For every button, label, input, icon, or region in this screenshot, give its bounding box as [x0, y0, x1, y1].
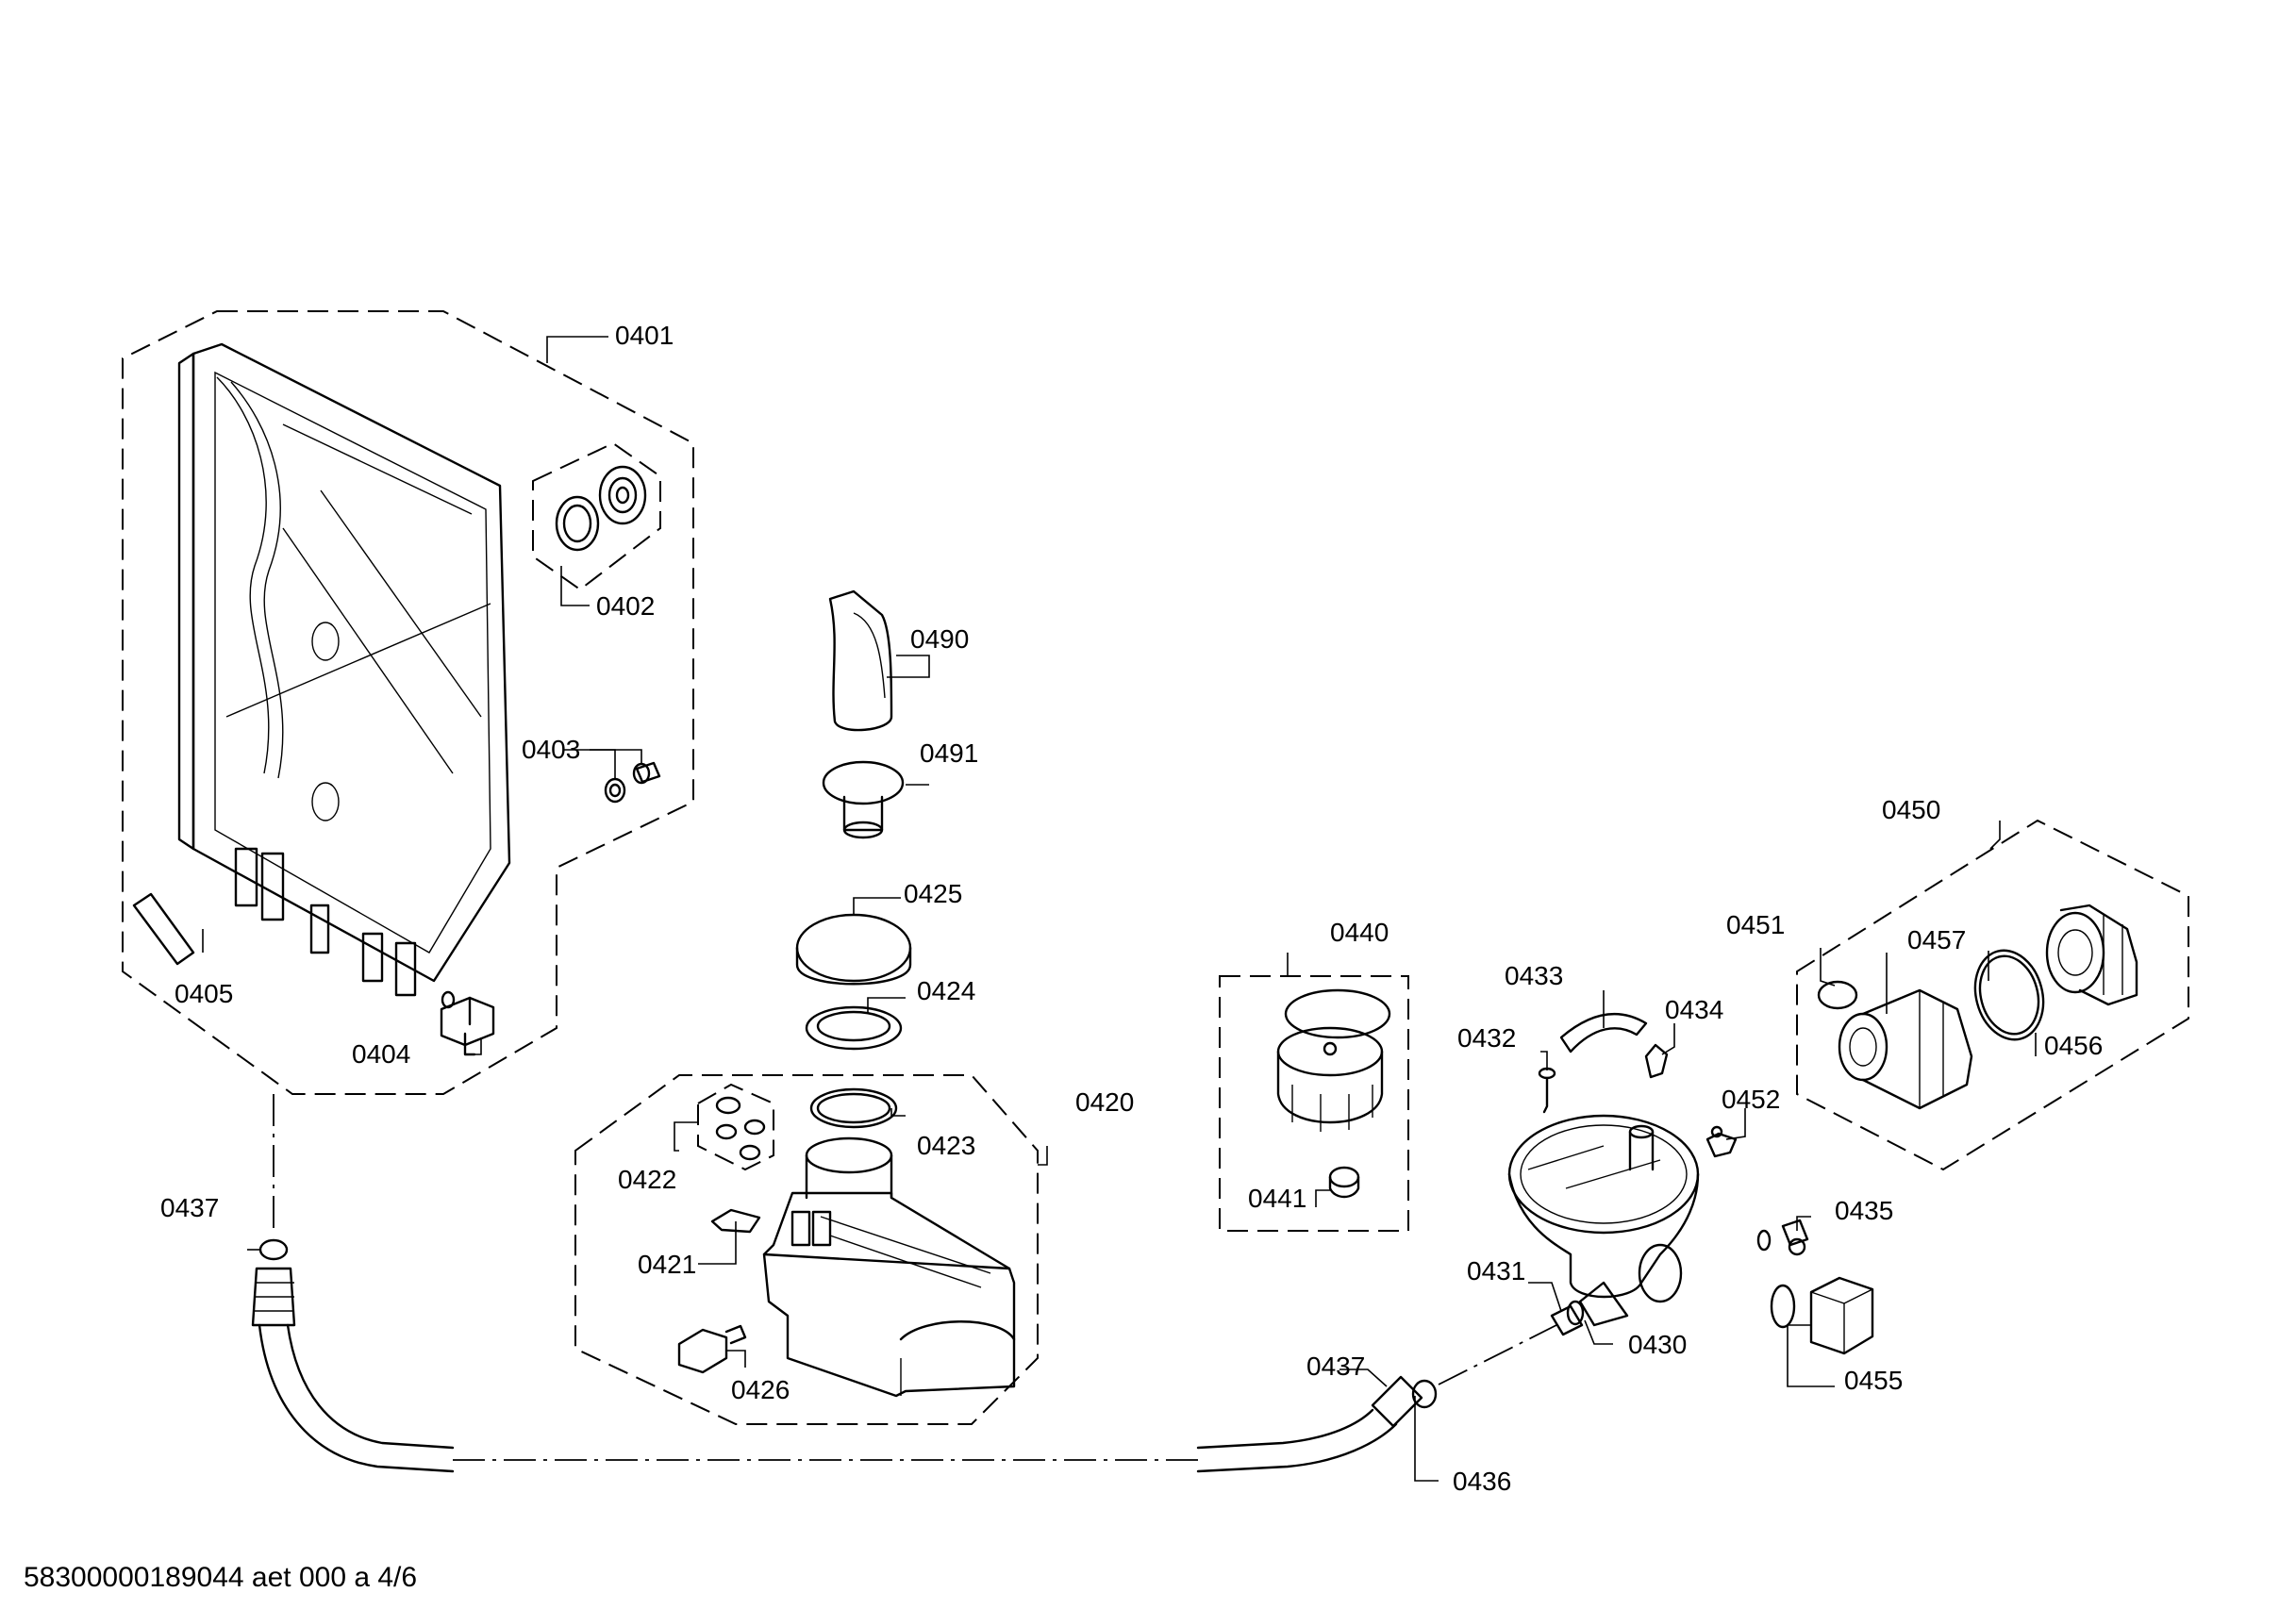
- label-0425: 0425: [904, 879, 962, 908]
- flap-0405: [132, 892, 195, 966]
- label-0405: 0405: [175, 979, 233, 1008]
- part-0441: [1328, 1166, 1360, 1199]
- group-0420-boundary: [574, 1074, 1039, 1425]
- label-0402: 0402: [596, 591, 655, 621]
- label-0420: 0420: [1075, 1087, 1134, 1117]
- seal-ring-0402a: [555, 495, 600, 552]
- label-0437-right: 0437: [1306, 1352, 1365, 1381]
- label-0421: 0421: [638, 1250, 696, 1279]
- group-0401-boundary: [122, 310, 694, 1095]
- label-0430: 0430: [1628, 1330, 1687, 1359]
- clip-0452: [1705, 1125, 1738, 1158]
- label-0424: 0424: [917, 976, 975, 1005]
- lid-0425: [795, 913, 912, 986]
- seal-ring-0456: [1973, 949, 2045, 1041]
- label-0437-left: 0437: [160, 1193, 219, 1222]
- clip-0434: [1644, 1043, 1669, 1079]
- salt-container-0420: [762, 1136, 1016, 1398]
- label-0433: 0433: [1505, 961, 1563, 990]
- sump-0430: [1507, 1114, 1700, 1327]
- connector-0431: [1550, 1300, 1585, 1336]
- sensor-0426: [677, 1324, 747, 1374]
- label-0422: 0422: [618, 1165, 676, 1194]
- clamp-0451: [1817, 980, 1858, 1010]
- label-0436: 0436: [1453, 1467, 1511, 1496]
- hose-right: [1196, 1324, 1557, 1473]
- group-0450-boundary: [1796, 819, 2189, 1171]
- label-0450: 0450: [1882, 795, 1940, 824]
- ring-0424: [805, 1005, 903, 1051]
- label-0401: 0401: [615, 321, 674, 350]
- heater-pump-0456: [2045, 904, 2138, 1006]
- label-0404: 0404: [352, 1039, 410, 1069]
- label-0403: 0403: [522, 735, 580, 764]
- group-0402-boundary: [532, 441, 661, 591]
- label-0452: 0452: [1722, 1085, 1780, 1114]
- screw-0432: [1538, 1067, 1556, 1114]
- label-0456: 0456: [2044, 1031, 2103, 1060]
- label-0440: 0440: [1330, 918, 1389, 947]
- leader-lines: [202, 336, 2037, 1482]
- seal-0423: [809, 1087, 898, 1129]
- pump-housing-0457: [1838, 988, 1973, 1110]
- label-0435: 0435: [1835, 1196, 1893, 1225]
- label-0490: 0490: [910, 624, 969, 654]
- seals-0422: [697, 1083, 774, 1171]
- label-0491: 0491: [920, 738, 978, 768]
- label-0423: 0423: [917, 1131, 975, 1160]
- label-0434: 0434: [1665, 995, 1723, 1024]
- part-labels: 0401 0402 0403 0404 0405 0420 0421 0422 …: [160, 321, 2103, 1496]
- water-tank-panel: [177, 342, 511, 997]
- ring-0435: [1756, 1219, 1809, 1256]
- label-0432: 0432: [1457, 1023, 1516, 1053]
- group-0440-boundary: [1219, 975, 1409, 1232]
- label-0426: 0426: [731, 1375, 790, 1404]
- hose-left: [251, 1094, 1198, 1473]
- label-0455: 0455: [1844, 1366, 1903, 1395]
- label-0441: 0441: [1248, 1184, 1306, 1213]
- pump-0455: [1770, 1276, 1874, 1355]
- cap-0491: [822, 760, 905, 839]
- footer-document-id: 58300000189044 aet 000 a 4/6: [24, 1562, 417, 1593]
- cap-0402b: [598, 465, 647, 525]
- funnel-0490: [828, 589, 893, 732]
- clip-0421: [710, 1208, 761, 1234]
- filter-0440: [1276, 988, 1391, 1132]
- label-0431: 0431: [1467, 1256, 1525, 1286]
- label-0451: 0451: [1726, 910, 1785, 939]
- label-0457: 0457: [1907, 925, 1966, 954]
- fitting-0403: [604, 761, 661, 804]
- bracket-0433: [1559, 1013, 1648, 1053]
- valve-0404: [440, 990, 495, 1056]
